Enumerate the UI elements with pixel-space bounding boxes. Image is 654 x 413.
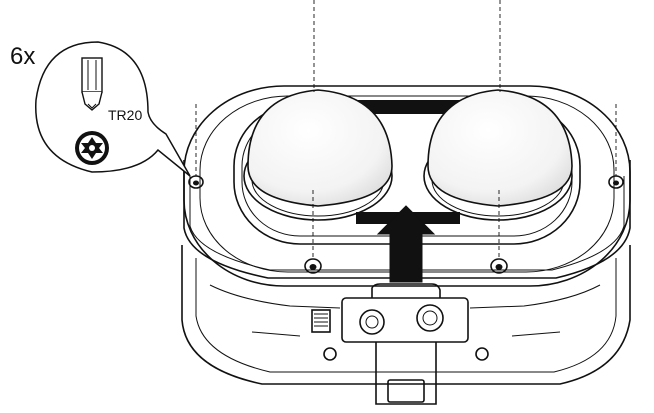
mount-bracket (375, 342, 437, 405)
direction-up-arrow-icon (376, 205, 436, 283)
torx-screwdriver-icon (81, 57, 103, 111)
screw-hole-right (608, 175, 624, 189)
tool-callout (35, 41, 191, 177)
screw-hole-left (188, 175, 204, 189)
base-housing (181, 245, 631, 405)
screw-hole-front-right (490, 258, 508, 274)
left-dome (243, 89, 393, 221)
torx-head-icon (75, 131, 109, 165)
screw-hole-front-left (304, 258, 322, 274)
screw-count-label: 6x (10, 43, 35, 70)
torx-bit-size-label: TR20 (108, 107, 142, 123)
right-dome (423, 89, 573, 221)
cable-connector (311, 283, 489, 361)
screw-guide-lines (195, 0, 617, 258)
